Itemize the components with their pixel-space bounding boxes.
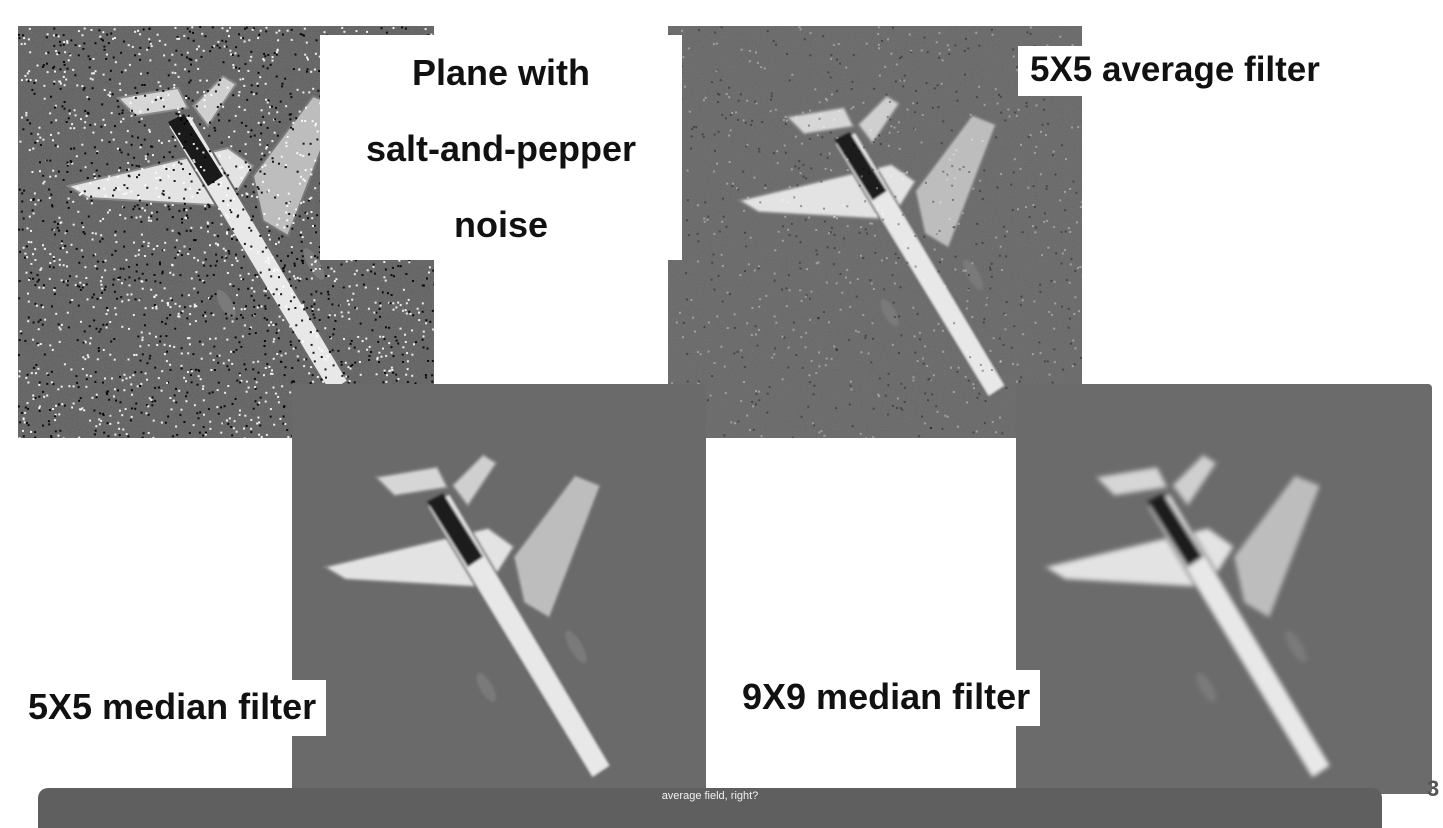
caption-bar: average field, right? <box>38 788 1382 828</box>
median9-filter-label: 9X9 median filter <box>734 670 1040 726</box>
average-filter-label: 5X5 average filter <box>1018 46 1332 96</box>
noisy-label-line2: salt-and-pepper <box>320 111 682 187</box>
caption-text: average field, right? <box>38 790 1382 802</box>
noisy-label-line3: noise <box>320 187 682 263</box>
median5-filter-label: 5X5 median filter <box>20 680 326 736</box>
noisy-label: Plane with salt-and-pepper noise <box>320 35 682 260</box>
slide-number: 3 <box>1427 776 1443 802</box>
noisy-label-line1: Plane with <box>320 35 682 111</box>
median9-filter-image <box>1016 384 1432 794</box>
median5-filter-image <box>292 384 706 794</box>
